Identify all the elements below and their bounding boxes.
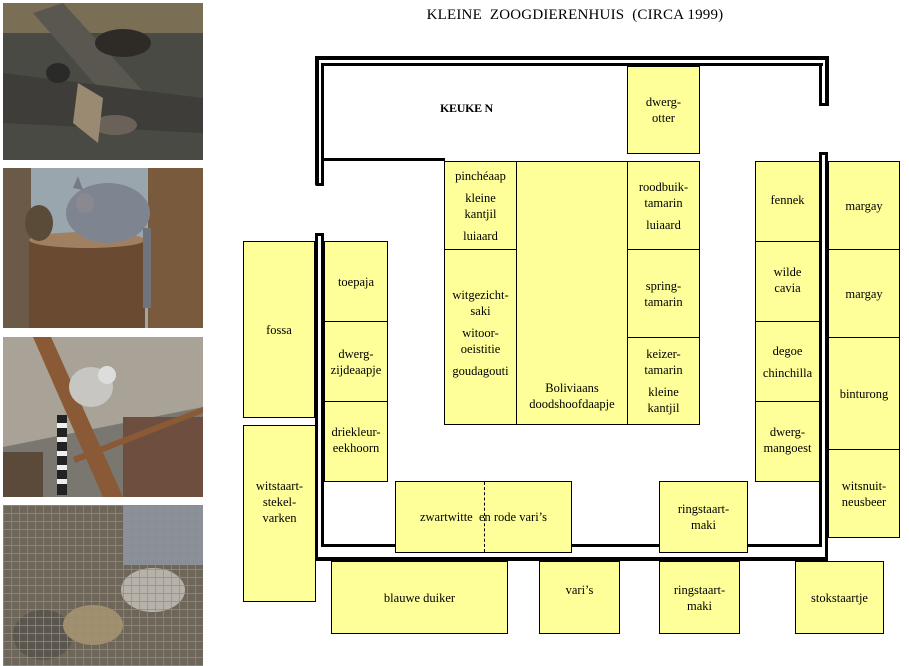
- enclosure-label: cavia: [774, 281, 801, 295]
- enclosure-label: dwerg-: [645, 95, 682, 109]
- enclosure-label: maki: [691, 518, 716, 532]
- enclosure-label: zijdeaapje: [330, 362, 382, 377]
- enclosure-label: pinchéaap: [455, 168, 506, 183]
- enclosure-label: luiaard: [646, 217, 681, 232]
- enclosure-driekleureekhoorn[interactable]: driekleur- eekhoorn: [324, 401, 388, 482]
- enclosure-fossa[interactable]: fossa: [243, 241, 315, 418]
- enclosure-label: kleine: [465, 190, 496, 205]
- enclosure-springtamarin[interactable]: spring- tamarin: [627, 249, 700, 338]
- enclosure-label: varken: [262, 511, 297, 525]
- enclosure-label: goudagouti: [452, 364, 509, 378]
- enclosure-label: Boliviaans: [545, 381, 599, 395]
- enclosure-label: dwerg-: [769, 425, 806, 439]
- enclosure-doodshoofdaapje[interactable]: Boliviaans doodshoofdaapje: [516, 161, 628, 425]
- enclosure-label: ringstaart-: [677, 502, 730, 516]
- enclosure-label: oeistitie: [460, 342, 501, 356]
- enclosure-label: blauwe duiker: [383, 590, 456, 605]
- enclosure-margay-1[interactable]: margay: [828, 161, 900, 250]
- enclosure-label: vari’s: [565, 583, 594, 597]
- enclosure-binturong[interactable]: binturong: [828, 337, 900, 450]
- enclosure-ringstaartmaki-inside[interactable]: ringstaart- maki: [659, 481, 748, 553]
- enclosure-label: saki: [470, 304, 491, 318]
- enclosure-label: roodbuik-: [638, 179, 689, 194]
- chinchilla-photo-icon: [3, 168, 203, 328]
- enclosure-label: kantjil: [647, 401, 680, 415]
- enclosure-dwergotter[interactable]: dwerg- otter: [627, 66, 700, 154]
- enclosure-label: degoe: [772, 343, 803, 358]
- lemur-photo-icon: [3, 337, 203, 497]
- enclosure-degoe-chinchilla[interactable]: degoe chinchilla: [755, 321, 820, 402]
- enclosure-label: stekel-: [262, 495, 297, 509]
- photo-chinchilla: [3, 168, 203, 328]
- enclosure-roodbuiktamarin[interactable]: roodbuik-tamarin luiaard: [627, 161, 700, 250]
- enclosure-label: fossa: [266, 322, 292, 337]
- enclosure-wildecavia[interactable]: wilde cavia: [755, 241, 820, 322]
- enclosure-label: margay: [845, 198, 883, 213]
- enclosure-label: toepaja: [337, 274, 375, 289]
- enclosure-label: chinchilla: [762, 365, 813, 380]
- enclosure-keizertamarin[interactable]: keizer-tamarin kleine kantjil: [627, 337, 700, 425]
- enclosure-label: tamarin: [644, 294, 683, 309]
- enclosure-blauweduiker[interactable]: blauwe duiker: [331, 561, 508, 634]
- rodents-photo-icon: [3, 3, 203, 160]
- enclosure-label: spring-: [645, 278, 682, 293]
- enclosure-label: tamarin: [644, 195, 683, 210]
- enclosure-label: witgezicht-: [452, 288, 509, 302]
- enclosure-label: stokstaartje: [811, 590, 868, 605]
- enclosure-label: neusbeer: [841, 494, 887, 509]
- enclosure-label: binturong: [839, 386, 889, 401]
- enclosure-dwergzijdeaapje[interactable]: dwerg- zijdeaapje: [324, 321, 388, 402]
- enclosure-label: fennek: [770, 193, 805, 207]
- enclosure-label: luiaard: [463, 228, 498, 243]
- enclosure-varis[interactable]: vari’s: [539, 561, 620, 634]
- enclosure-toepaja[interactable]: toepaja: [324, 241, 388, 322]
- enclosure-witstaartstekelvarken[interactable]: witstaart- stekel- varken: [243, 425, 316, 602]
- enclosure-label: maki: [687, 598, 712, 613]
- enclosure-label: driekleur-: [331, 425, 381, 439]
- enclosure-ringstaartmaki-outside[interactable]: ringstaart- maki: [659, 561, 740, 634]
- enclosure-witgezichtsaki[interactable]: witgezicht-saki witoor-oeistitie goudago…: [444, 249, 517, 425]
- enclosure-fennek[interactable]: fennek: [755, 161, 820, 242]
- enclosure-label: otter: [652, 111, 675, 125]
- enclosure-label: kleine: [648, 385, 679, 399]
- enclosure-margay-2[interactable]: margay: [828, 249, 900, 338]
- enclosure-label: dwerg-: [338, 346, 374, 361]
- enclosure-label: tamarin: [644, 363, 683, 377]
- enclosure-label: margay: [845, 286, 883, 301]
- enclosure-label: doodshoofdaapje: [529, 397, 615, 411]
- enclosure-label: witoor-: [462, 326, 499, 340]
- enclosure-label: kantjil: [464, 206, 497, 221]
- enclosure-label: eekhoorn: [332, 441, 380, 455]
- photo-caged-animals: [3, 505, 203, 666]
- enclosure-label: keizer-: [646, 347, 681, 361]
- enclosure-zwartwitte-rode-varis[interactable]: zwartwitte en rode vari’s: [395, 481, 572, 553]
- page-title: KLEINE ZOOGDIERENHUIS (CIRCA 1999): [426, 7, 724, 23]
- enclosure-divider-dashed: [484, 482, 485, 552]
- enclosure-label: wilde: [773, 265, 802, 279]
- enclosure-label: mangoest: [763, 441, 812, 455]
- caged-animals-photo-icon: [3, 505, 203, 666]
- enclosure-label: ringstaart-: [673, 582, 726, 597]
- enclosure-witsnuitneusbeer[interactable]: witsnuit- neusbeer: [828, 449, 900, 538]
- photo-lemur: [3, 337, 203, 497]
- enclosure-label: witsnuit-: [841, 478, 887, 493]
- enclosure-stokstaartje[interactable]: stokstaartje: [795, 561, 884, 634]
- room-keuken-label: KEUKE N: [440, 101, 493, 115]
- enclosure-label: witstaart-: [255, 479, 304, 493]
- photo-rodents: [3, 3, 203, 160]
- enclosure-dwergmangoest[interactable]: dwerg- mangoest: [755, 401, 820, 482]
